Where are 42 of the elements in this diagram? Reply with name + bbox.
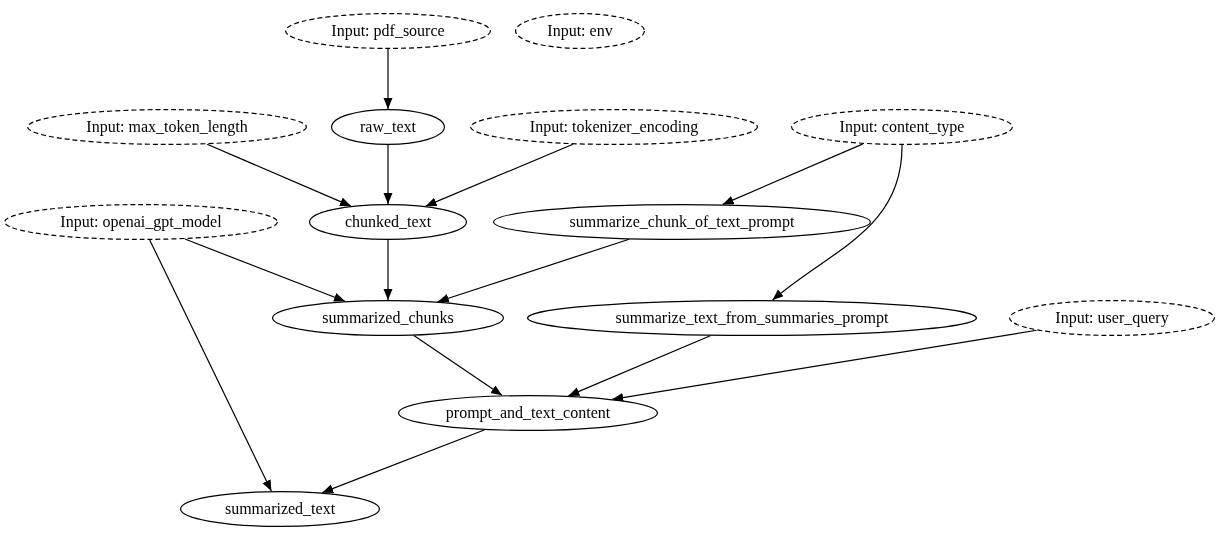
node-label: summarize_text_from_summaries_prompt <box>615 309 889 327</box>
node-label: Input: max_token_length <box>86 118 248 136</box>
arrow <box>184 238 346 302</box>
input-ellipse <box>4 204 278 240</box>
arrow <box>611 329 1038 402</box>
node-label: Input: env <box>547 22 613 40</box>
arrow <box>567 335 711 397</box>
node-label: raw_text <box>360 118 416 136</box>
node-label: Input: user_query <box>1055 309 1169 327</box>
process-ellipse <box>331 109 445 145</box>
node-label: summarize_chunk_of_text_prompt <box>569 213 795 231</box>
input-ellipse <box>1009 300 1215 336</box>
arrow <box>321 429 485 494</box>
process-ellipse <box>527 300 977 336</box>
node-label: Input: tokenizer_encoding <box>529 118 699 136</box>
arrow <box>206 143 352 207</box>
node-label: Input: content_type <box>839 118 965 136</box>
arrow <box>722 143 864 205</box>
process-ellipse <box>398 395 658 431</box>
node-label: Input: openai_gpt_model <box>60 213 222 231</box>
input-ellipse <box>27 109 307 145</box>
arrow <box>149 239 272 492</box>
arrow <box>383 48 393 110</box>
arrow <box>437 238 630 303</box>
input-ellipse <box>470 109 758 145</box>
node-label: summarized_text <box>224 500 336 518</box>
arrow <box>425 143 574 207</box>
input-ellipse <box>285 13 491 49</box>
arrow <box>383 239 393 301</box>
node-label: chunked_text <box>344 213 432 231</box>
arrow <box>383 144 393 205</box>
process-ellipse <box>272 300 504 336</box>
process-ellipse <box>180 491 380 527</box>
node-label: Input: pdf_source <box>331 22 445 40</box>
arrow <box>413 334 503 396</box>
process-ellipse <box>309 204 467 240</box>
input-ellipse <box>515 13 645 49</box>
node-label: prompt_and_text_content <box>445 404 611 422</box>
node-label: summarized_chunks <box>322 309 454 327</box>
process-ellipse <box>493 204 871 240</box>
arrow <box>771 144 903 301</box>
input-ellipse <box>791 109 1013 145</box>
